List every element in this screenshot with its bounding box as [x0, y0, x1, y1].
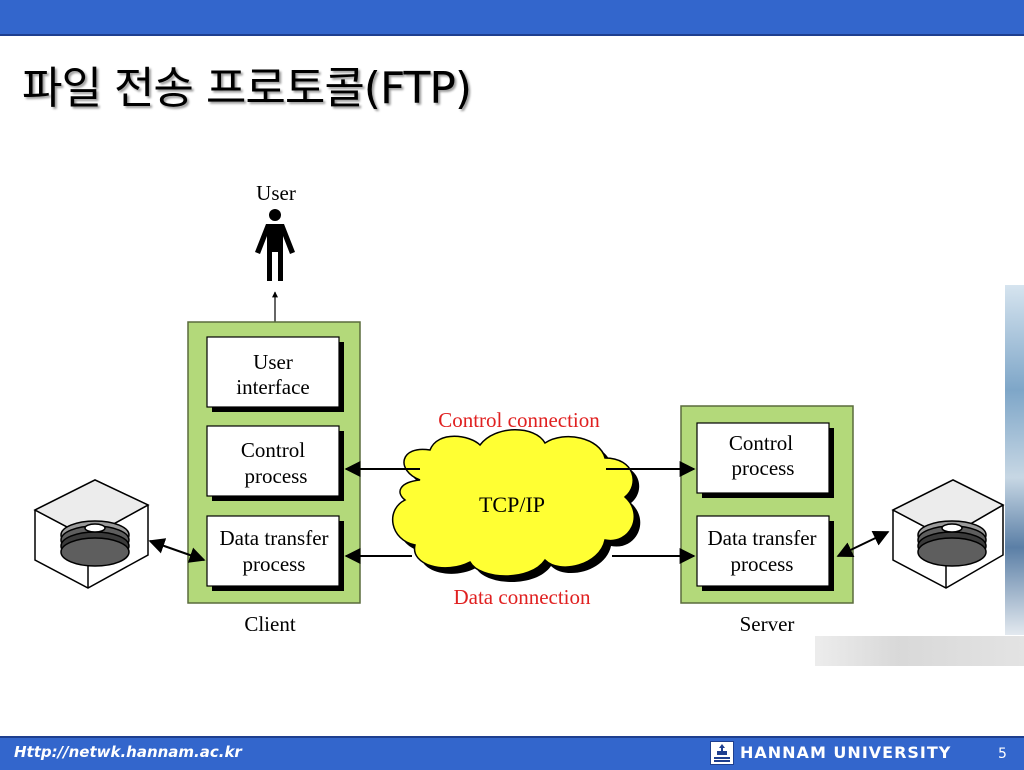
server-label: Server — [740, 612, 795, 636]
svg-text:Control: Control — [729, 431, 793, 455]
client-disk-icon — [33, 479, 150, 589]
tcp-ip-cloud: TCP/IP — [391, 429, 641, 582]
university-name: HANNAM UNIVERSITY — [740, 743, 952, 762]
footer-url-link[interactable]: Http://netwk.hannam.ac.kr — [14, 743, 242, 761]
footer-bar: Http://netwk.hannam.ac.kr HANNAM UNIVERS… — [0, 736, 1024, 770]
svg-text:process: process — [243, 552, 306, 576]
client-data-transfer-box: Data transfer process — [206, 515, 344, 591]
page-number: 5 — [998, 746, 1007, 762]
data-connection-label: Data connection — [453, 585, 591, 609]
svg-text:Data transfer: Data transfer — [707, 526, 816, 550]
svg-text:TCP/IP: TCP/IP — [479, 492, 545, 517]
user-icon — [255, 209, 295, 281]
svg-text:Data transfer: Data transfer — [219, 526, 328, 550]
svg-text:process: process — [245, 464, 308, 488]
svg-text:interface: interface — [236, 375, 309, 399]
background-photo-edge — [1005, 285, 1024, 635]
control-connection-label: Control connection — [438, 408, 600, 432]
server-control-process-box: Control process — [696, 422, 834, 498]
svg-text:process: process — [732, 456, 795, 480]
top-bar-rule — [0, 34, 1024, 36]
client-control-process-box: Control process — [206, 425, 344, 501]
svg-text:Control: Control — [241, 438, 305, 462]
server-disk-arrow — [836, 531, 890, 557]
background-photo-strip — [815, 636, 1024, 666]
top-bar — [0, 0, 1024, 34]
user-label: User — [256, 181, 296, 205]
server-disk-icon — [891, 479, 1005, 589]
client-label: Client — [244, 612, 295, 636]
client-disk-arrow — [148, 538, 206, 563]
svg-text:process: process — [731, 552, 794, 576]
server-data-transfer-box: Data transfer process — [696, 515, 834, 591]
user-interface-box: User interface — [206, 336, 344, 412]
ftp-diagram: User User interface Control process Data… — [33, 181, 1005, 636]
slide-title: 파일 전송 프로토콜(FTP) — [22, 63, 472, 114]
university-logo-icon — [710, 741, 734, 765]
svg-text:User: User — [253, 350, 293, 374]
